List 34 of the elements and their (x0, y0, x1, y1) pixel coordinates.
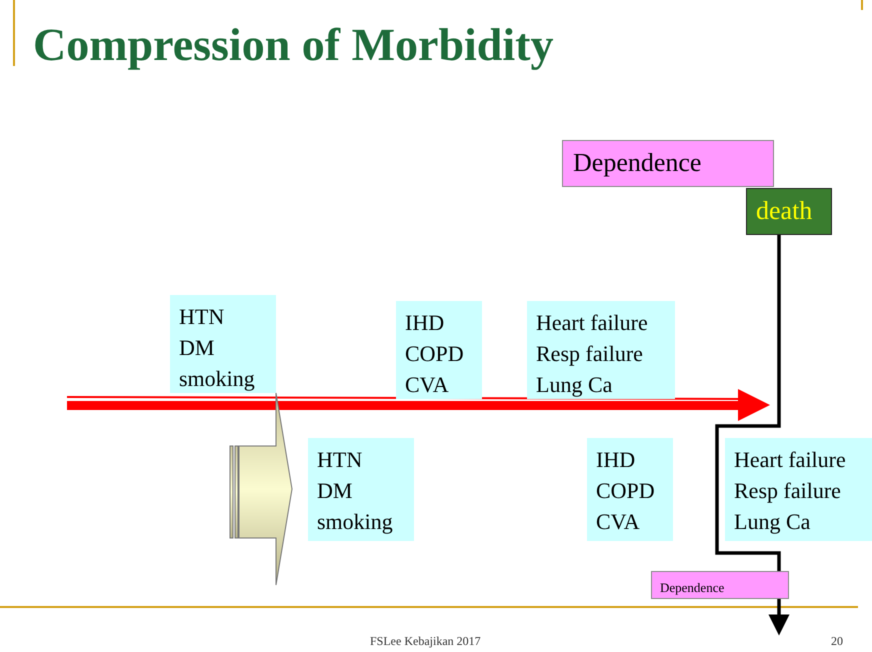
condition-label: HTN (317, 446, 364, 474)
condition-box (587, 438, 673, 541)
condition-box (396, 301, 482, 399)
condition-label: DM (317, 477, 354, 505)
status-label: Dependence (573, 147, 702, 179)
condition-box (308, 438, 414, 541)
page-number: 20 (831, 634, 843, 649)
condition-box (170, 295, 276, 393)
condition-label: Heart failure (734, 446, 847, 474)
condition-label: COPD (596, 477, 656, 505)
status-box (746, 188, 832, 235)
condition-label: HTN (179, 303, 226, 331)
status-label: death (756, 195, 814, 227)
condition-label: Lung Ca (536, 371, 614, 399)
condition-label: Resp failure (536, 340, 644, 368)
footer-text: FSLee Kebajikan 2017 (370, 634, 481, 649)
condition-label: IHD (405, 309, 446, 337)
condition-label: COPD (405, 340, 465, 368)
slide-title: Compression of Morbidity (33, 18, 554, 71)
condition-box (527, 301, 675, 399)
condition-label: Heart failure (536, 309, 649, 337)
condition-label: IHD (596, 446, 636, 474)
status-box (562, 140, 774, 187)
status-label: Dependence (660, 579, 726, 597)
condition-box (725, 438, 872, 541)
status-box (651, 571, 789, 599)
condition-label: smoking (179, 365, 256, 393)
condition-label: smoking (317, 508, 394, 536)
condition-label: Resp failure (734, 477, 842, 505)
condition-label: DM (179, 334, 216, 362)
condition-label: Lung Ca (734, 508, 812, 536)
condition-label: CVA (405, 371, 450, 399)
arrow (768, 599, 790, 636)
condition-label: CVA (596, 508, 641, 536)
